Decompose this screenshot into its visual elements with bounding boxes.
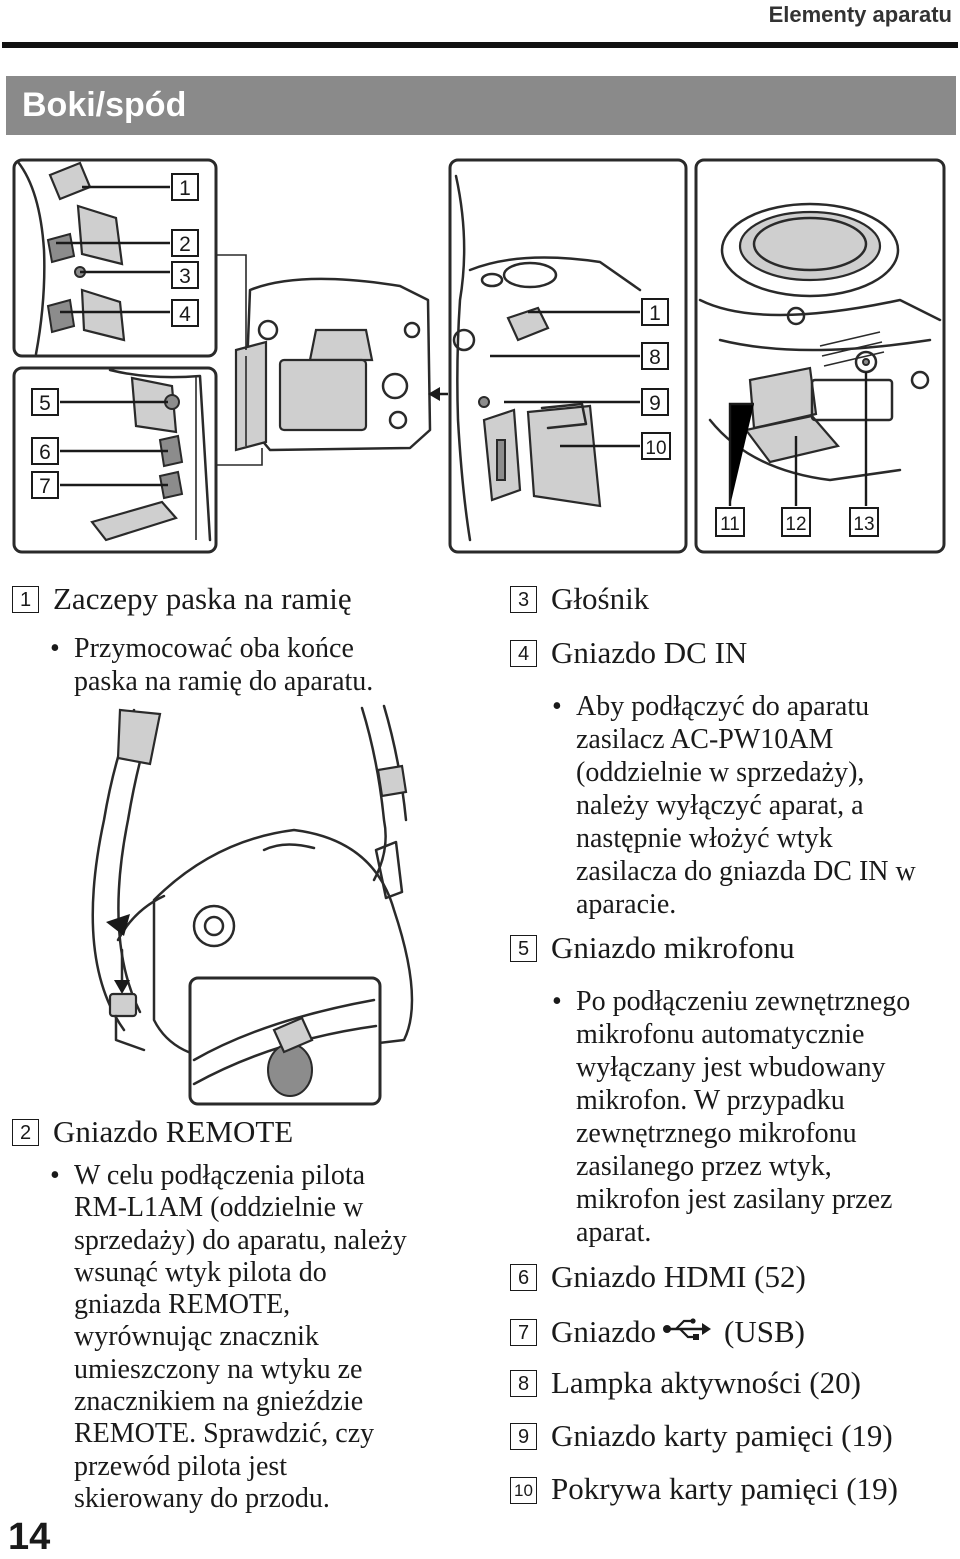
item-title: Gniazdo karty pamięci (19) [551,1418,893,1453]
bullet-line: wyrównując znacznik [74,1321,319,1353]
callout-6: 6 [31,437,59,465]
bullet-line: należy wyłączyć aparat, a [576,790,864,821]
item-number-box: 4 [510,640,537,667]
item-number-box: 1 [12,586,39,613]
bullet-line: Po podłączeniu zewnętrznego [576,986,911,1017]
bullet-line: mikrofon jest zasilany przez [576,1184,893,1215]
item-title: Gniazdo DC IN [551,635,748,670]
item-3-title: 3 Głośnik [510,580,649,618]
item-number-box: 6 [510,1264,537,1291]
bullet-line: mikrofon. W przypadku [576,1085,845,1116]
item-number-box: 7 [510,1319,537,1346]
callout-number: 9 [649,392,661,415]
callout-number: 6 [39,441,51,464]
page-number: 14 [8,1516,51,1558]
callout-number: 2 [179,233,191,256]
item-7-title: 7 Gniazdo (USB) [510,1311,805,1351]
running-head: Elementy aparatu [768,2,952,27]
bullet-line: umieszczony na wtyku ze [74,1353,363,1385]
bullet-line: Aby podłączyć do aparatu [576,691,870,722]
callout-11: 11 [715,507,745,537]
item-title: Głośnik [551,581,650,616]
item-9-title: 9 Gniazdo karty pamięci (19) [510,1417,893,1455]
callout-9: 9 [641,388,669,416]
strap-attachment-illustration [91,704,414,1106]
item-2-bullet: • W celu podłączenia pilota RM-L1AM (odd… [50,1160,407,1514]
item-number-box: 5 [510,935,537,962]
callout-2: 2 [171,229,199,257]
bullet-line: mikrofonu automatycznie [576,1019,865,1050]
item-title: Lampka aktywności (20) [551,1365,861,1400]
camera-sides-illustration: 1 2 3 4 5 6 7 1 8 9 10 11 12 13 [12,158,946,554]
callout-1: 1 [171,173,199,201]
callout-1b: 1 [641,298,669,326]
bullet-line: zasilacz AC-PW10AM [576,724,834,755]
callout-number: 4 [179,303,191,326]
item-title: Gniazdo HDMI (52) [551,1259,806,1294]
item-8-title: 8 Lampka aktywności (20) [510,1364,861,1402]
bullet-line: RM-L1AM (oddzielnie w [74,1192,364,1224]
bullet-line: aparat. [576,1217,652,1248]
bullet-line: wsunąć wtyk pilota do [74,1256,327,1288]
callout-4: 4 [171,299,199,327]
bullet-line: znacznikiem na gnieździe [74,1386,364,1418]
callout-3: 3 [171,261,199,289]
bullet-line: zasilacza do gniazda DC IN w [576,856,916,887]
item-number-box: 8 [510,1370,537,1397]
callout-12: 12 [781,507,811,537]
callout-number: 11 [720,514,740,535]
bullet-line: wyłączany jest wbudowany [576,1052,886,1083]
item-title: Gniazdo REMOTE [53,1114,294,1149]
item-6-title: 6 Gniazdo HDMI (52) [510,1258,806,1296]
top-rule [2,42,958,48]
item-5-title: 5 Gniazdo mikrofonu [510,929,795,967]
callout-8: 8 [641,342,669,370]
callout-13: 13 [849,507,879,537]
usb-icon [662,1311,712,1349]
item-title: Gniazdo [551,1314,657,1349]
item-4-title: 4 Gniazdo DC IN [510,634,747,672]
callout-number: 13 [853,514,874,535]
item-title: Gniazdo mikrofonu [551,930,795,965]
item-1-title: 1 Zaczepy paska na ramię [12,580,352,618]
bullet-line: paska na ramię do aparatu. [74,666,374,697]
item-number-box: 2 [12,1119,39,1146]
item-number-box: 9 [510,1423,537,1450]
section-title: Boki/spód [6,76,956,135]
bullet-line: zasilanego przez wtyk, [576,1151,832,1182]
callout-number: 1 [179,177,191,200]
item-title: Zaczepy paska na ramię [53,581,352,616]
bullet-line: W celu podłączenia pilota [74,1160,366,1191]
callout-7: 7 [31,471,59,499]
bullet-line: sprzedaży) do aparatu, należy [74,1224,407,1256]
callout-5: 5 [31,388,59,416]
callout-number: 8 [649,346,661,369]
bullet-line: skierowany do przodu. [74,1482,330,1514]
item-title-suffix: (USB) [724,1314,805,1349]
item-2-title: 2 Gniazdo REMOTE [12,1113,293,1151]
bullet-line: (oddzielnie w sprzedaży), [576,757,865,788]
bullet-line: Przymocować oba końce [74,633,354,664]
callout-number: 12 [785,514,806,535]
bullet-line: zewnętrznego mikrofonu [576,1118,857,1149]
bullet-line: aparacie. [576,889,677,920]
callout-number: 1 [649,302,661,325]
bullet-line: REMOTE. Sprawdzić, czy [74,1418,375,1450]
item-1-bullet: • Przymocować oba końce paska na ramię d… [50,633,374,697]
item-10-title: 10 Pokrywa karty pamięci (19) [510,1470,898,1508]
bullet-line: gniazda REMOTE, [74,1289,291,1321]
item-number-box: 3 [510,586,537,613]
callout-10: 10 [641,432,671,460]
item-5-bullet: • Po podłączeniu zewnętrznego mikrofonu … [552,986,911,1248]
item-4-bullet: • Aby podłączyć do aparatu zasilacz AC-P… [552,691,916,920]
callout-number: 10 [645,438,666,459]
bullet-line: następnie włożyć wtyk [576,823,833,854]
item-title: Pokrywa karty pamięci (19) [551,1471,898,1506]
item-number-box: 10 [510,1477,537,1504]
callout-number: 5 [39,392,51,415]
callout-number: 7 [39,475,51,498]
bullet-line: przewód pilota jest [74,1450,288,1482]
callout-number: 3 [179,265,191,288]
